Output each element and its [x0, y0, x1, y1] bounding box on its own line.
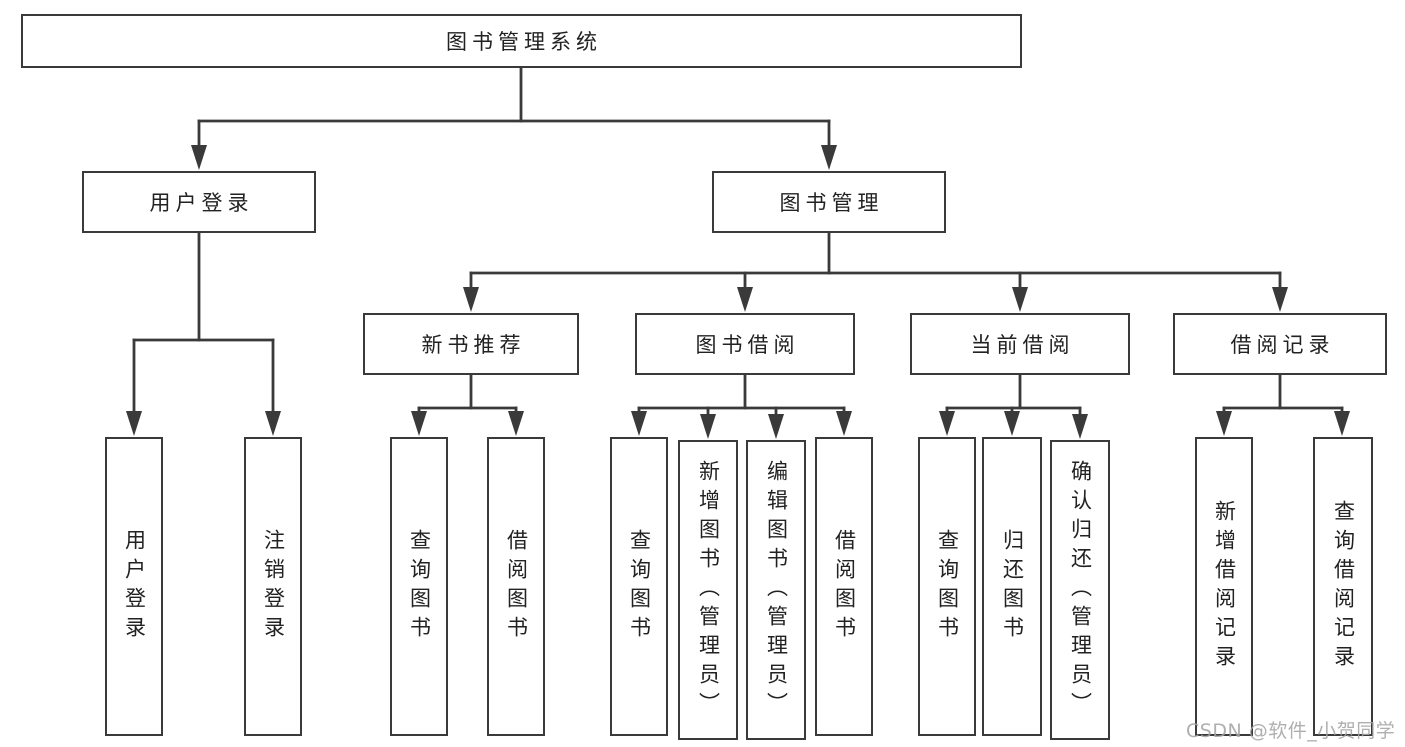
leaf-edit-book-admin: 编辑图书（管理员）	[746, 440, 806, 740]
node-borrow-record-label: 借阅记录	[1230, 333, 1335, 357]
node-current-borrow-label: 当前借阅	[970, 333, 1075, 357]
leaf-borrow-book-2-label: 借阅图书	[832, 528, 857, 645]
node-user-login-label: 用户登录	[149, 191, 254, 215]
leaf-confirm-return-admin-label: 确认归还（管理员）	[1068, 459, 1093, 721]
leaf-query-book-1-label: 查询图书	[407, 528, 432, 645]
node-borrow-record: 借阅记录	[1173, 313, 1387, 375]
node-book-mgmt-label: 图书管理	[779, 191, 884, 215]
leaf-edit-book-admin-label: 编辑图书（管理员）	[764, 459, 789, 721]
leaf-query-book-3-label: 查询图书	[935, 528, 960, 645]
connector-current-borrow-children	[939, 373, 1088, 439]
node-book-mgmt: 图书管理	[712, 171, 946, 233]
leaf-add-borrow-record-label: 新增借阅记录	[1212, 499, 1237, 674]
leaf-query-book-2: 查询图书	[610, 437, 668, 736]
leaf-query-borrow-record-label: 查询借阅记录	[1331, 499, 1356, 674]
leaf-borrow-book-2: 借阅图书	[815, 437, 873, 736]
leaf-logout: 注销登录	[244, 437, 302, 736]
node-book-borrow-label: 图书借阅	[695, 333, 800, 357]
connector-user-login-children	[126, 231, 281, 436]
connector-book-borrow-children	[631, 373, 852, 439]
node-book-borrow: 图书借阅	[635, 313, 855, 375]
leaf-return-book: 归还图书	[982, 437, 1042, 736]
node-user-login: 用户登录	[82, 171, 316, 233]
node-root: 图书管理系统	[21, 14, 1022, 68]
csdn-watermark: CSDN @软件_小贺同学	[1186, 720, 1396, 742]
connector-book-mgmt-to-level3	[463, 231, 1288, 312]
leaf-add-book-admin-label: 新增图书（管理员）	[696, 459, 721, 721]
leaf-logout-label: 注销登录	[261, 528, 286, 645]
leaf-query-book-1: 查询图书	[390, 437, 448, 736]
leaf-user-login: 用户登录	[105, 437, 163, 736]
leaf-borrow-book-1: 借阅图书	[487, 437, 545, 736]
node-new-book-rec: 新书推荐	[363, 313, 579, 375]
leaf-borrow-book-1-label: 借阅图书	[504, 528, 529, 645]
leaf-return-book-label: 归还图书	[1000, 528, 1025, 645]
leaf-confirm-return-admin: 确认归还（管理员）	[1050, 440, 1110, 740]
node-new-book-rec-label: 新书推荐	[421, 333, 526, 357]
connector-borrow-record-children	[1216, 373, 1350, 436]
connector-root-to-level2	[191, 66, 837, 170]
connector-new-book-children	[411, 373, 524, 436]
leaf-user-login-label: 用户登录	[122, 528, 147, 645]
node-current-borrow: 当前借阅	[910, 313, 1130, 375]
leaf-query-book-3: 查询图书	[918, 437, 976, 736]
leaf-add-book-admin: 新增图书（管理员）	[678, 440, 738, 740]
node-root-label: 图书管理系统	[446, 30, 602, 54]
leaf-query-book-2-label: 查询图书	[627, 528, 652, 645]
leaf-query-borrow-record: 查询借阅记录	[1313, 437, 1373, 736]
leaf-add-borrow-record: 新增借阅记录	[1195, 437, 1253, 736]
